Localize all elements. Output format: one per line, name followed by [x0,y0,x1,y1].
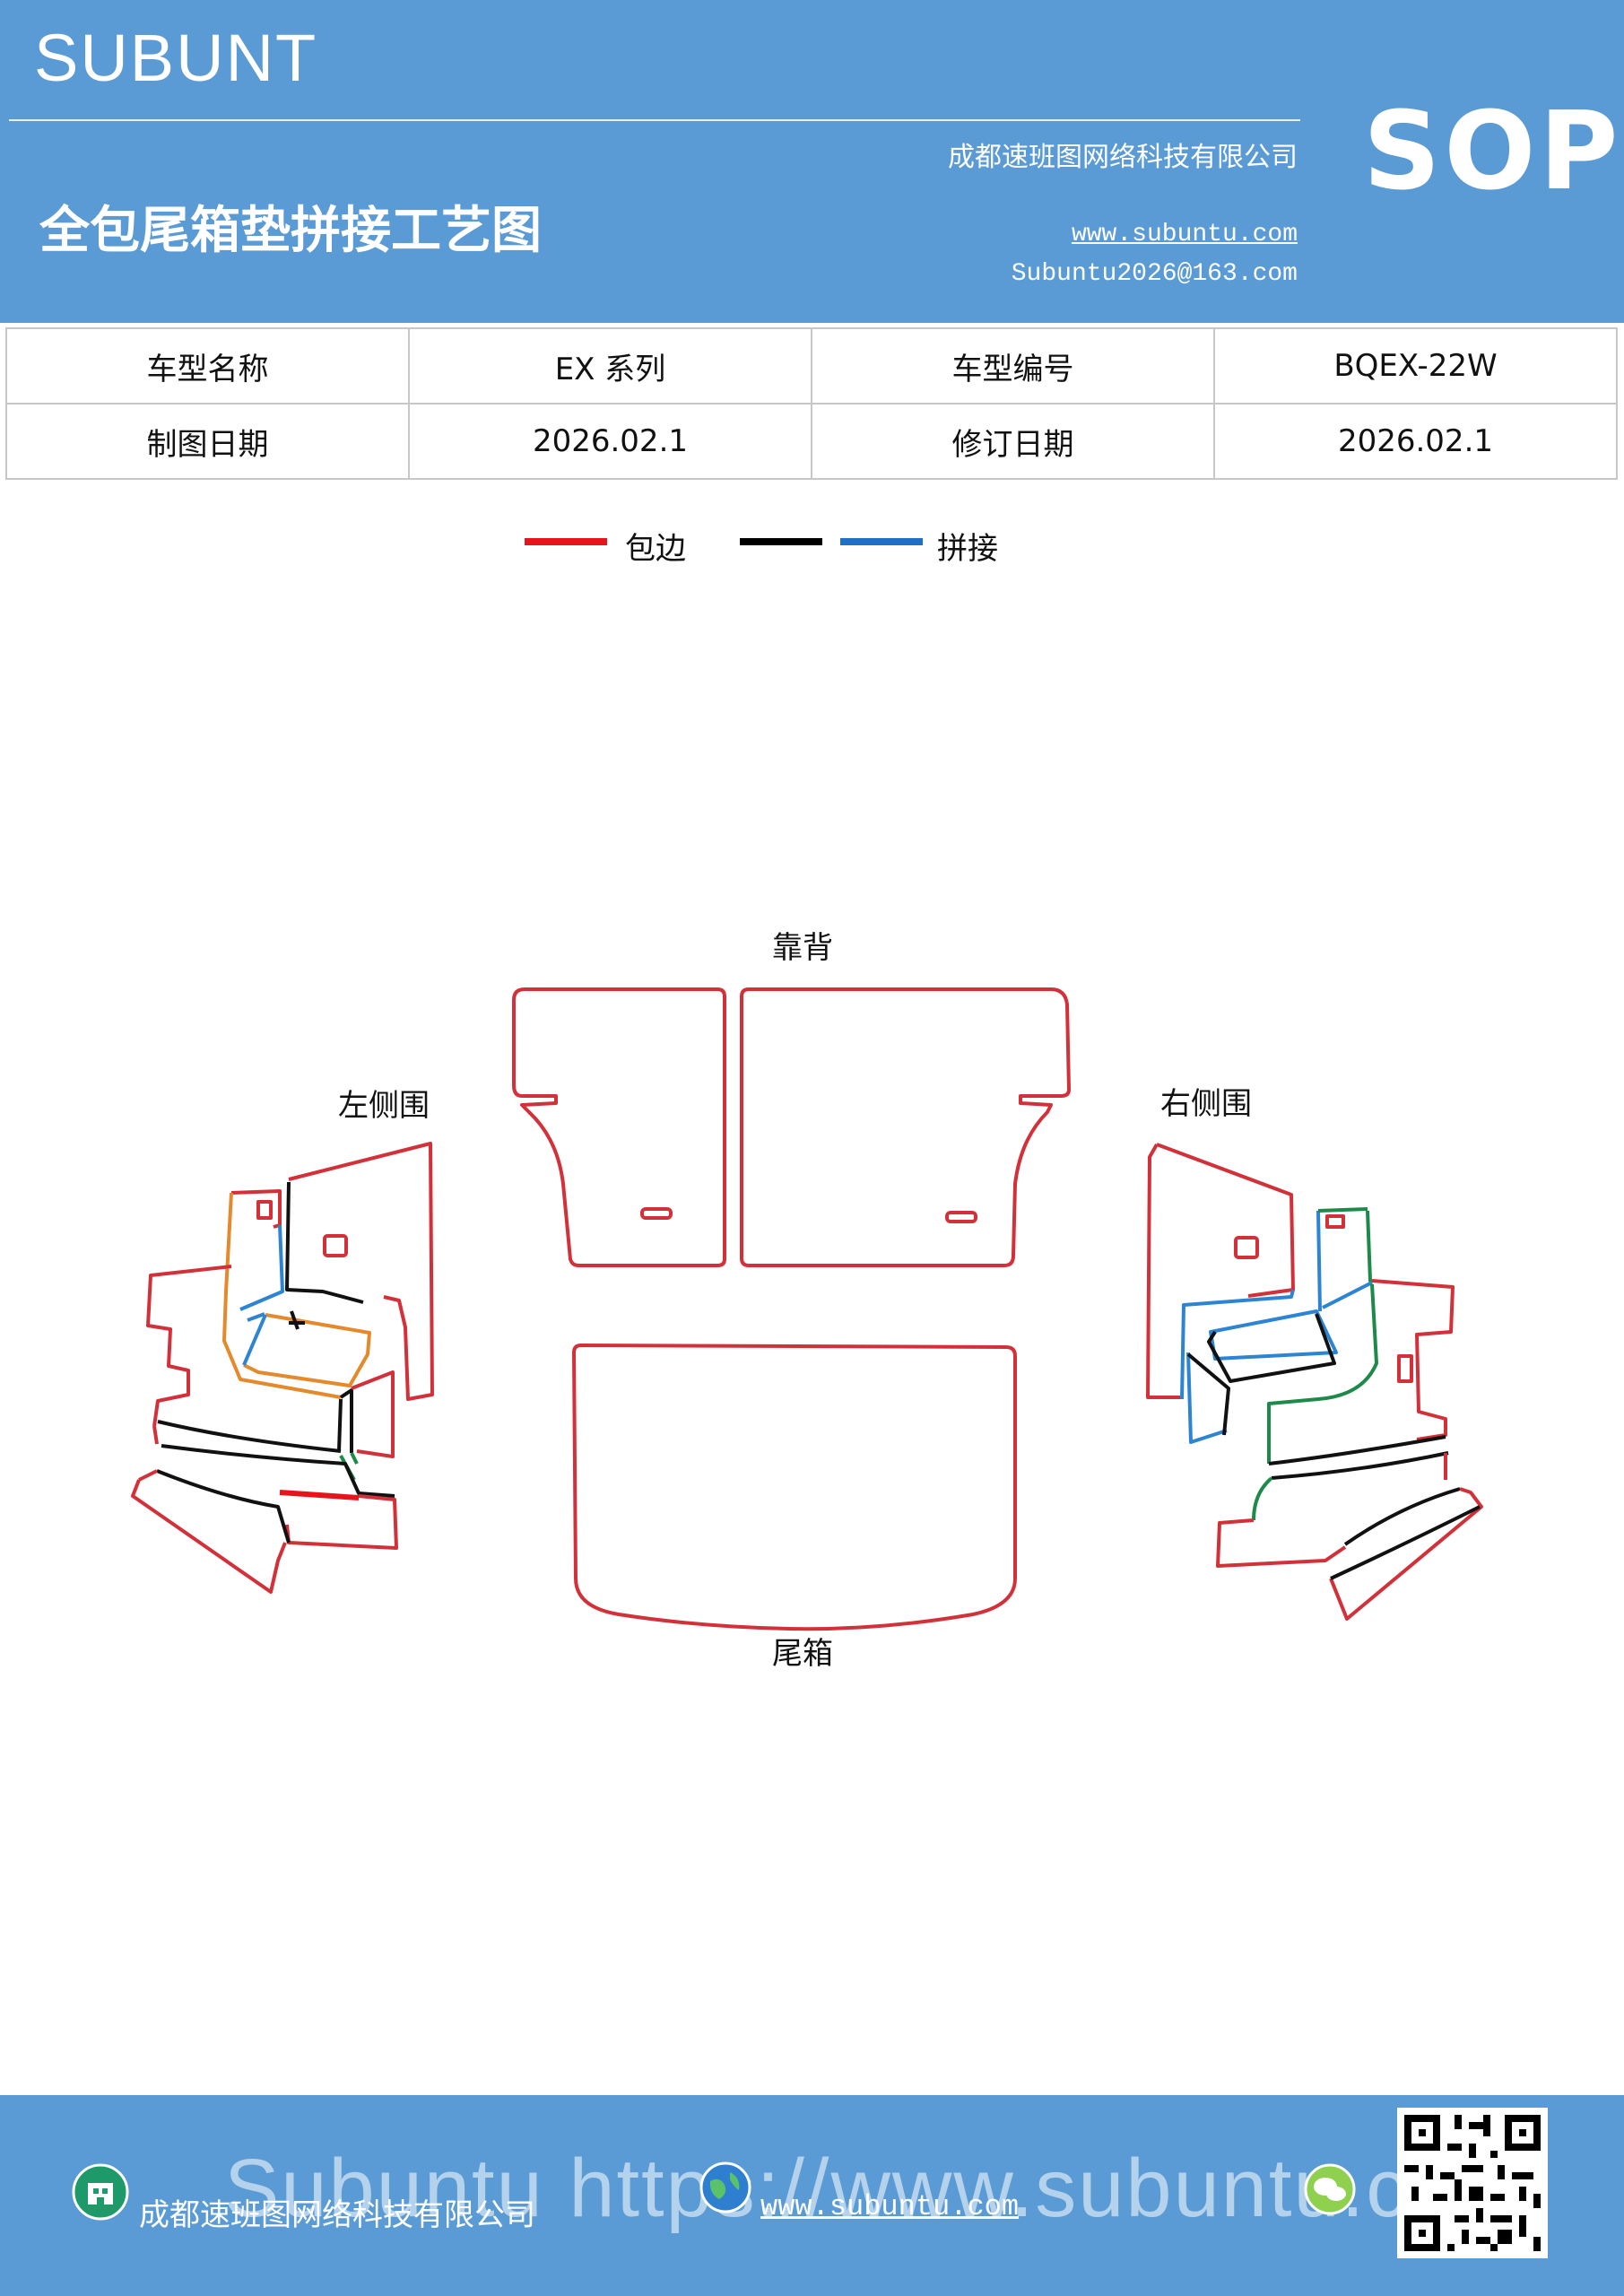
right-side-assembly [1146,1143,1483,1621]
backrest-right-panel [740,987,1071,1267]
vehicle-info-table: 车型名称 EX 系列 车型编号 BQEX-22W 制图日期 2026.02.1 … [5,327,1618,480]
backrest-left-panel [512,987,726,1267]
legend-label-edge: 包边 [625,531,686,567]
left-side-assembly [131,1142,434,1594]
qr-code-icon [1397,2108,1548,2258]
table-row: 车型名称 EX 系列 车型编号 BQEX-22W [5,327,1618,404]
label-right-side: 右侧围 [1160,1086,1252,1122]
header-divider [9,119,1300,121]
globe-icon [699,2161,751,2213]
page-title: 全包尾箱垫拼接工艺图 [39,201,542,260]
legend-swatch-black [740,538,822,545]
table-cell: 2026.02.1 [1213,403,1618,480]
legend-swatch-red [525,538,607,545]
table-cell: 制图日期 [5,403,410,480]
company-name: 成都速班图网络科技有限公司 [948,142,1298,173]
table-cell: EX 系列 [408,327,812,404]
table-row: 制图日期 2026.02.1 修订日期 2026.02.1 [5,403,1618,480]
trunk-floor-panel [572,1344,1017,1631]
wechat-icon [1304,2163,1356,2215]
legend-swatch-blue [840,538,923,545]
legend-label-seam: 拼接 [937,531,998,567]
label-left-side: 左侧围 [338,1088,430,1124]
table-cell: 车型编号 [811,327,1215,404]
sop-badge: SOP [1363,90,1622,214]
header-banner [0,0,1624,323]
brand-logo-text: SUBUNT [34,21,318,95]
footer-company: 成都速班图网络科技有限公司 [139,2197,535,2233]
website-link[interactable]: www.subuntu.com [1071,221,1298,248]
trunk-mat-diagram: 靠背 左侧围 右侧围 尾箱 [131,930,1483,1672]
table-cell: BQEX-22W [1213,327,1618,404]
footer-website-link[interactable]: www.subuntu.com [760,2190,1020,2223]
table-cell: 车型名称 [5,327,410,404]
table-cell: 2026.02.1 [408,403,812,480]
label-backrest: 靠背 [772,930,833,966]
building-icon [72,2163,129,2221]
email-text: Subuntu2026@163.com [1011,260,1298,288]
label-trunk: 尾箱 [772,1636,833,1672]
line-legend: 包边 拼接 [525,520,1081,574]
table-cell: 修订日期 [811,403,1215,480]
